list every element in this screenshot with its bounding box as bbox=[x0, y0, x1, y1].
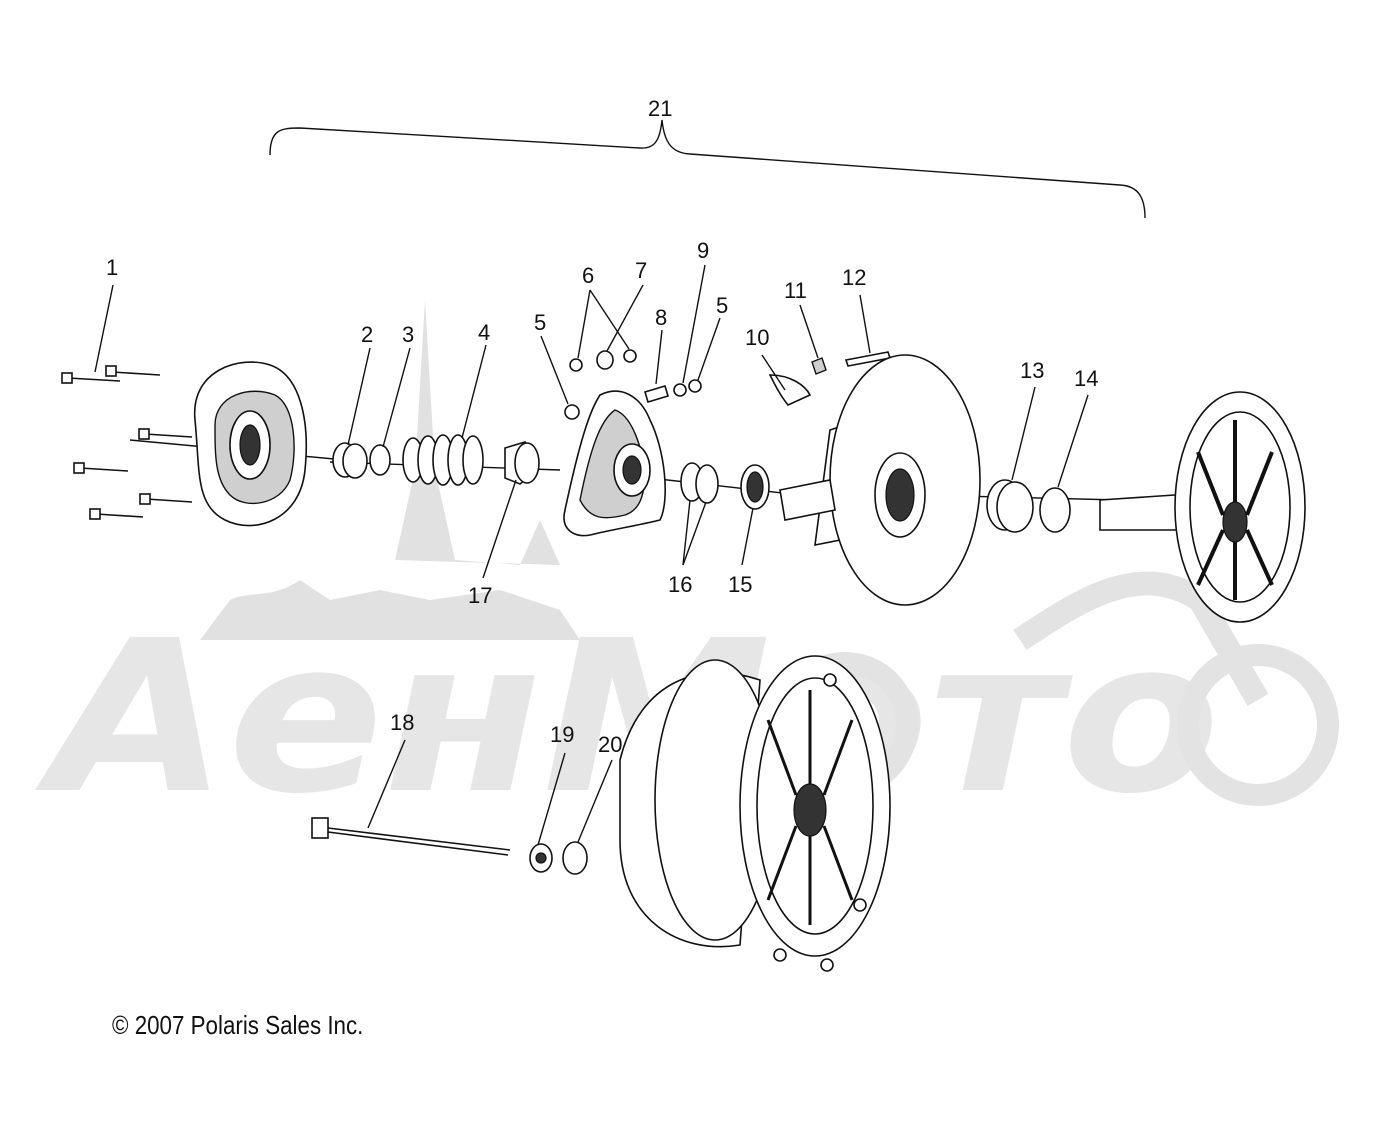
bolts bbox=[61, 365, 193, 520]
callout-16: 16 bbox=[668, 572, 692, 597]
assembled-clutch bbox=[619, 655, 891, 972]
callout-7: 7 bbox=[635, 258, 647, 283]
callout-21: 21 bbox=[648, 96, 672, 121]
callout-20: 20 bbox=[598, 732, 622, 757]
clutch-bolt bbox=[311, 817, 511, 856]
callout-15: 15 bbox=[728, 572, 752, 597]
copyright-notice: © 2007 Polaris Sales Inc. bbox=[112, 1010, 364, 1040]
assembly-bracket bbox=[269, 119, 1146, 219]
spider-assembly bbox=[563, 349, 702, 537]
leader-lines bbox=[94, 264, 1089, 846]
callout-labels: 1 2 3 4 5 6 7 8 9 5 10 11 12 13 14 15 16… bbox=[106, 96, 1098, 757]
cam-bushing bbox=[504, 441, 540, 485]
callout-11: 11 bbox=[784, 278, 807, 303]
callout-13: 13 bbox=[1020, 358, 1044, 383]
washer bbox=[369, 444, 391, 476]
callout-3: 3 bbox=[402, 322, 414, 347]
callout-6: 6 bbox=[582, 263, 594, 288]
callout-19: 19 bbox=[550, 722, 574, 747]
callout-12: 12 bbox=[842, 265, 866, 290]
callout-5: 5 bbox=[534, 310, 546, 335]
callout-18: 18 bbox=[390, 710, 414, 735]
callout-4: 4 bbox=[478, 320, 490, 345]
spring bbox=[402, 434, 484, 486]
callout-9: 9 bbox=[697, 238, 709, 263]
fixed-sheave bbox=[1099, 391, 1306, 623]
retainer-ring bbox=[1039, 487, 1071, 533]
callout-5b: 5 bbox=[716, 293, 728, 318]
callout-8: 8 bbox=[655, 305, 667, 330]
callout-14: 14 bbox=[1074, 366, 1098, 391]
callout-17: 17 bbox=[468, 583, 492, 608]
callout-1: 1 bbox=[106, 255, 118, 280]
callout-10: 10 bbox=[745, 325, 769, 350]
spider-cover bbox=[194, 361, 308, 527]
weight bbox=[768, 374, 812, 406]
bolt-spacer bbox=[562, 841, 588, 875]
moveable-sheave bbox=[779, 354, 981, 606]
callout-2: 2 bbox=[361, 322, 373, 347]
